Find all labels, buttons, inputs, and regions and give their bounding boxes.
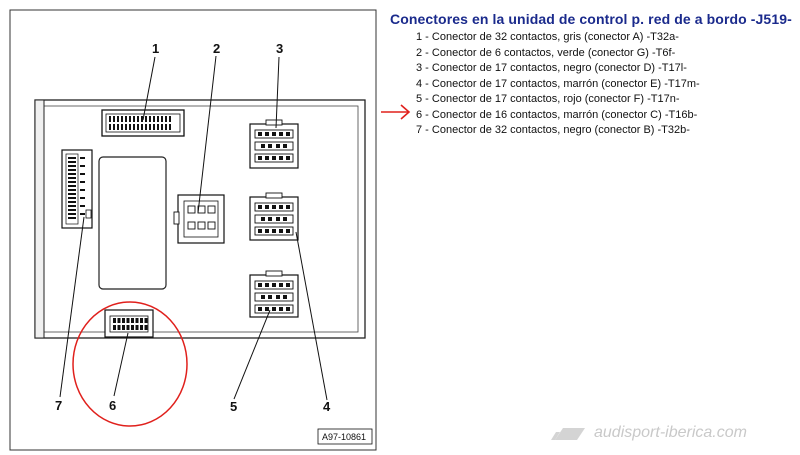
callout-3: 3 <box>276 41 283 56</box>
connector-1 <box>101 109 185 137</box>
figure-id: A97-10861 <box>322 432 366 442</box>
callout-5: 5 <box>230 399 237 414</box>
callout-1: 1 <box>152 41 159 56</box>
figure-id-box <box>317 428 373 445</box>
callout-7: 7 <box>55 398 62 413</box>
connector-2 <box>173 194 225 244</box>
legend-item-6: 6 - Conector de 16 contactos, marrón (co… <box>416 108 698 121</box>
connector-4 <box>249 192 299 241</box>
diagram-frame <box>9 9 377 451</box>
legend-item-7: 7 - Conector de 32 contactos, negro (con… <box>416 124 690 136</box>
legend-item-3: 3 - Conector de 17 contactos, negro (con… <box>416 62 687 74</box>
leader-lines <box>59 55 328 401</box>
legend-item-4: 4 - Conector de 17 contactos, marrón (co… <box>416 77 700 90</box>
callout-6: 6 <box>109 398 116 413</box>
connector-6 <box>104 309 154 338</box>
callout-4: 4 <box>323 399 331 414</box>
relay-block <box>98 156 167 290</box>
diagram-title: Conectores en la unidad de control p. re… <box>390 11 792 27</box>
connector-legend: 1 - Conector de 32 contactos, gris (cone… <box>416 30 700 139</box>
callout-2: 2 <box>213 41 220 56</box>
legend-item-5: 5 - Conector de 17 contactos, rojo (cone… <box>416 93 680 105</box>
highlight-circle <box>72 301 188 427</box>
legend-item-1: 1 - Conector de 32 contactos, gris (cone… <box>416 31 679 43</box>
legend-item-2: 2 - Conector de 6 contactos, verde (cone… <box>416 46 676 59</box>
connector-7 <box>61 149 93 229</box>
connector-3 <box>249 119 299 169</box>
watermark-text: audisport-iberica.com <box>594 424 747 441</box>
connector-5 <box>249 270 299 318</box>
watermark-logo <box>551 428 585 440</box>
arrow-right-icon <box>381 104 411 120</box>
